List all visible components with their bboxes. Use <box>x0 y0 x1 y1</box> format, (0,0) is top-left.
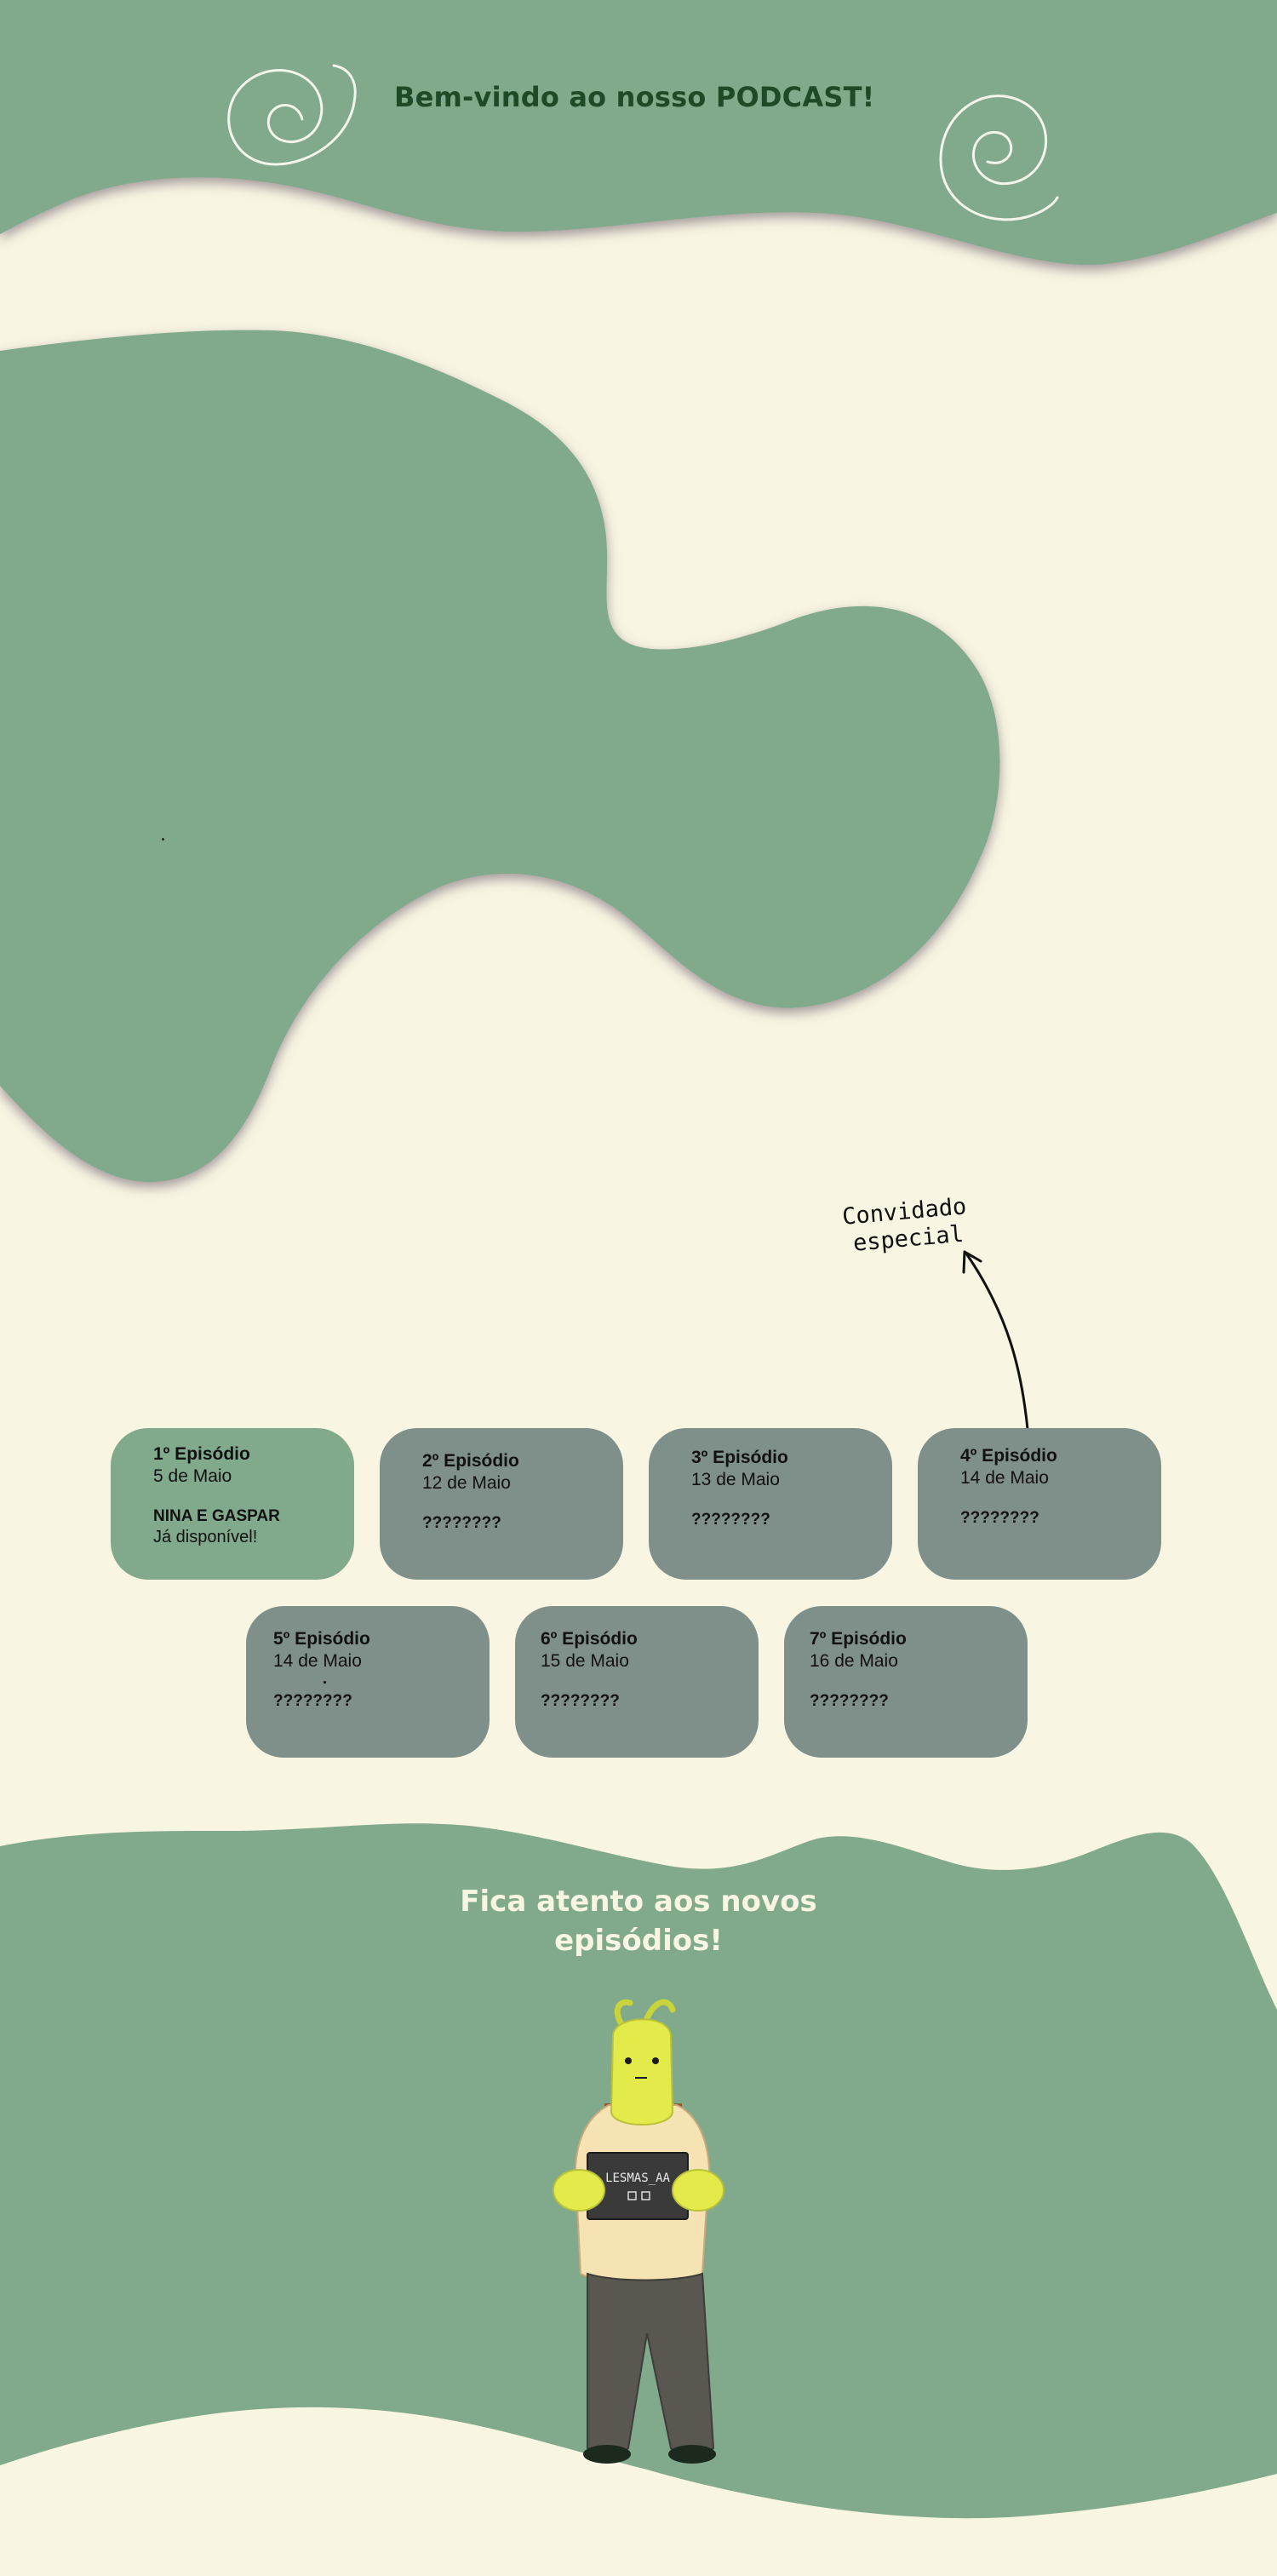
slug-character-illustration: LESMAS_AA <box>553 1999 724 2464</box>
episode-guest: ???????? <box>273 1692 352 1710</box>
episode-card-6[interactable]: 6º Episódio 15 de Maio ???????? <box>515 1606 759 1758</box>
character-head <box>610 2018 674 2126</box>
character-hand <box>553 2169 605 2212</box>
episode-guest: ???????? <box>810 1692 889 1710</box>
character-eye <box>625 2057 632 2064</box>
footer-message: Fica atento aos novos episódios! <box>426 1882 851 1960</box>
episode-date: 14 de Maio <box>273 1651 362 1671</box>
header-wave <box>0 0 1277 266</box>
spiral-icon <box>939 95 1059 221</box>
character-shoe <box>668 2445 716 2464</box>
episode-card-2[interactable]: 2º Episódio 12 de Maio ???????? <box>380 1428 623 1580</box>
episode-date: 12 de Maio <box>422 1473 511 1493</box>
episode-card-3[interactable]: 3º Episódio 13 de Maio ???????? <box>649 1428 892 1580</box>
character-hand <box>672 2169 724 2212</box>
character-eye <box>652 2057 659 2064</box>
footer-line-1: Fica atento aos novos <box>460 1885 817 1919</box>
stray-dot <box>162 838 164 840</box>
episode-card-4[interactable]: 4º Episódio 14 de Maio ???????? <box>918 1428 1161 1580</box>
character-antenna <box>644 1999 676 2022</box>
site-title: Bem-vindo ao nosso PODCAST! <box>394 81 875 113</box>
episode-title: 2º Episódio <box>422 1451 519 1471</box>
episode-date: 14 de Maio <box>960 1468 1049 1488</box>
episode-guest: ???????? <box>960 1509 1039 1527</box>
episode-date: 15 de Maio <box>541 1651 629 1671</box>
episode-date: 5 de Maio <box>153 1466 232 1486</box>
arrow-icon <box>962 1250 1029 1431</box>
character-pants <box>587 2272 715 2456</box>
episode-card-5[interactable]: 5º Episódio 14 de Maio ???????? <box>246 1606 490 1758</box>
episode-date: 13 de Maio <box>691 1470 780 1489</box>
character-sign-symbol <box>641 2191 650 2200</box>
episode-title: 1º Episódio <box>153 1444 250 1464</box>
guest-annotation: Convidado especial <box>841 1193 970 1259</box>
character-antenna <box>614 1999 633 2030</box>
episode-guest: NINA E GASPAR <box>153 1507 280 1525</box>
episode-title: 6º Episódio <box>541 1629 638 1649</box>
episode-guest: ???????? <box>422 1514 501 1532</box>
episode-title: 7º Episódio <box>810 1629 907 1649</box>
episode-status: Já disponível! <box>153 1528 258 1546</box>
episode-date: 16 de Maio <box>810 1651 898 1671</box>
episode-guest: ???????? <box>691 1511 770 1529</box>
character-sign-text: LESMAS_AA <box>605 2172 670 2185</box>
stray-dot <box>324 1681 326 1684</box>
episode-card-7[interactable]: 7º Episódio 16 de Maio ???????? <box>784 1606 1028 1758</box>
footer-line-2: episódios! <box>554 1924 723 1958</box>
episode-title: 5º Episódio <box>273 1629 370 1649</box>
episode-guest: ???????? <box>541 1692 620 1710</box>
episode-card-1[interactable]: 1º Episódio 5 de Maio NINA E GASPAR Já d… <box>111 1428 354 1580</box>
episode-title: 4º Episódio <box>960 1446 1057 1466</box>
character-sign-symbol <box>627 2191 637 2200</box>
character-shoe <box>583 2445 631 2464</box>
big-blob <box>0 330 1000 1183</box>
episode-title: 3º Episódio <box>691 1448 788 1467</box>
spiral-icon <box>227 64 357 166</box>
